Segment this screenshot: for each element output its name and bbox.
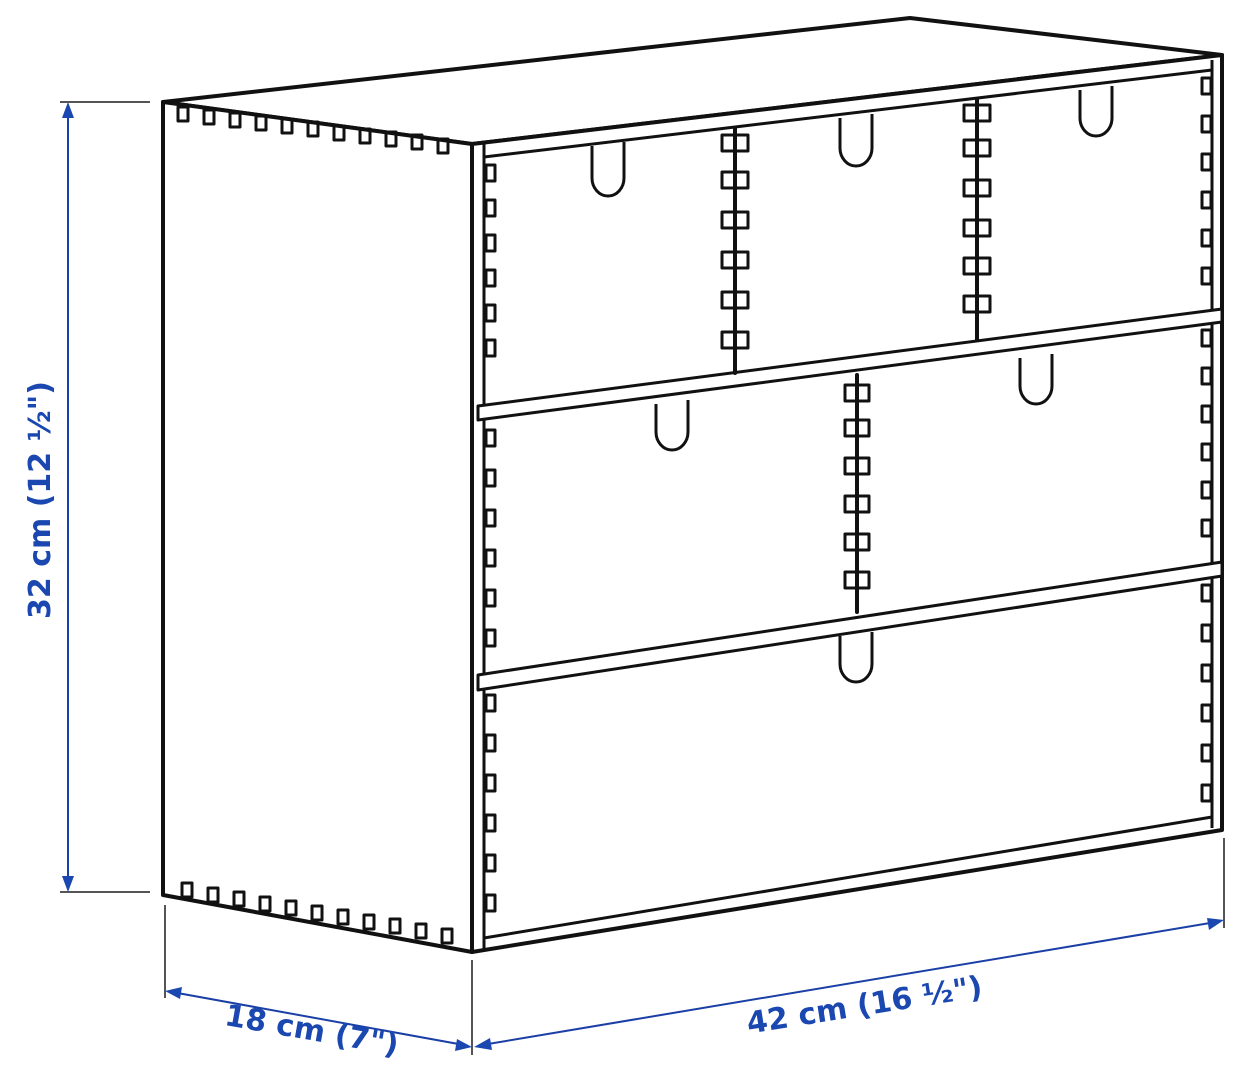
finger-joints-top — [176, 105, 450, 155]
drawer-handle-icon — [838, 632, 874, 684]
shelf-dividers — [476, 307, 1224, 692]
middle-row-drawers — [484, 328, 1213, 648]
height-dimension: 32 cm (12 ½") — [23, 101, 150, 893]
left-side-panel — [161, 100, 474, 954]
height-label: 32 cm (12 ½") — [23, 381, 58, 619]
arrow-left-icon — [474, 1038, 492, 1050]
finger-joints-bottom — [180, 881, 454, 945]
depth-label: 18 cm (7") — [222, 998, 401, 1063]
bottom-drawer — [484, 583, 1213, 913]
drawer-handle-icon — [654, 400, 690, 452]
arrow-right-icon — [1207, 918, 1224, 930]
drawer-handle-icon — [590, 142, 626, 198]
top-row-drawers — [484, 76, 1213, 375]
arrow-right-icon — [455, 1039, 472, 1051]
drawer-handle-icon — [1078, 86, 1114, 138]
drawer-handle-icon — [838, 114, 874, 168]
front-frame — [470, 53, 1224, 954]
arrow-up-icon — [62, 102, 74, 118]
drawer-handle-icon — [1018, 354, 1054, 406]
cabinet — [161, 16, 1224, 954]
arrow-left-icon — [165, 987, 182, 999]
arrow-down-icon — [62, 876, 74, 892]
